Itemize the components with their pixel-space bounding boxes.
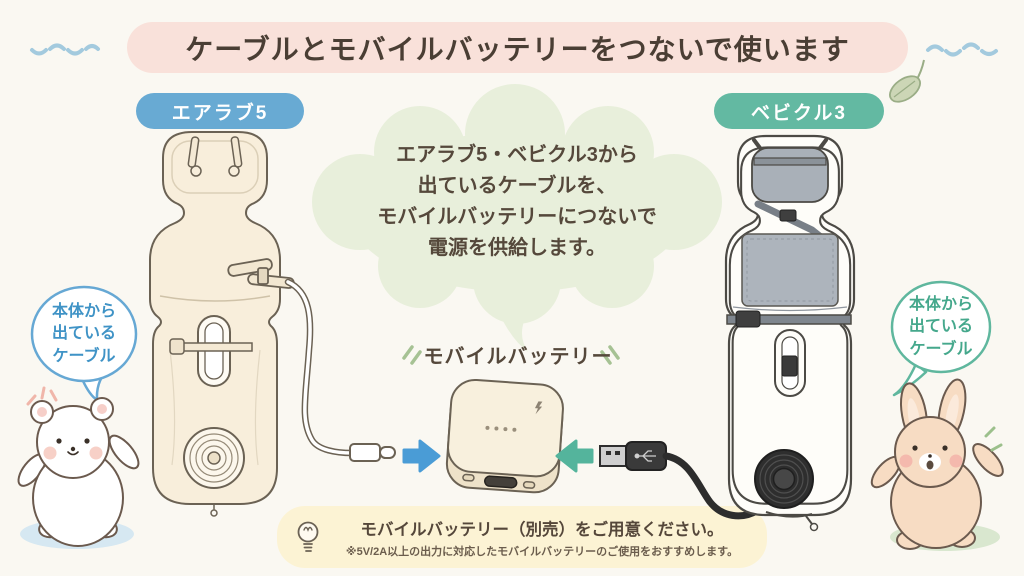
battery-illustration: [445, 378, 564, 494]
product-badge-bebikuru3: ベビクル3: [714, 93, 884, 129]
cloud-bubble-shape: [312, 84, 722, 352]
note-banner: モバイルバッテリー（別売）をご用意ください。 ※5V/2A以上の出力に対応したモ…: [277, 506, 767, 568]
battery-led-dots: [485, 425, 517, 432]
bear-character: [17, 386, 140, 549]
battery-logo-mark: [534, 401, 543, 415]
squiggle-decoration-right: [926, 42, 998, 57]
air-valve: [227, 258, 295, 289]
callout-left-text: 本体から 出ている ケーブル: [51, 303, 116, 365]
usb-c-connector: [349, 443, 396, 462]
lightbulb-icon: [297, 521, 319, 552]
callout-right-text: 本体から 出ている ケーブル: [908, 296, 973, 358]
fan-right: [754, 449, 814, 509]
note-main-text: モバイルバッテリー（別売）をご用意ください。: [360, 520, 724, 539]
note-banner-background: [277, 506, 767, 568]
page-title: ケーブルとモバイルバッテリーをつないで使います: [127, 22, 908, 73]
fan-left: [183, 427, 245, 489]
usb-a-connector: [599, 441, 667, 471]
airluv5-illustration: [149, 131, 295, 517]
power-cable-white: [284, 278, 356, 457]
pad-straps: [187, 136, 243, 177]
arrow-right-icon: [402, 439, 441, 473]
leaf-icon: [889, 59, 925, 103]
note-sub-text: ※5V/2A以上の出力に対応したモバイルバッテリーのご使用をおすすめします。: [345, 545, 739, 558]
bebikuru3-illustration: [724, 134, 856, 532]
sparkle-marks: [402, 345, 620, 365]
product-badge-airluv5: エアラブ5: [136, 93, 304, 129]
usb-trident-icon: [634, 450, 656, 462]
arrow-left-icon: [555, 439, 594, 473]
battery-label: モバイルバッテリー: [423, 346, 613, 368]
callout-bubble-right-shape: [890, 280, 992, 397]
rabbit-character: [870, 378, 1004, 551]
instruction-bubble-text: エアラブ5・ベビクル3から 出ているケーブルを、 モバイルバッテリーにつないで …: [377, 144, 657, 259]
squiggle-decoration-left: [30, 43, 100, 56]
